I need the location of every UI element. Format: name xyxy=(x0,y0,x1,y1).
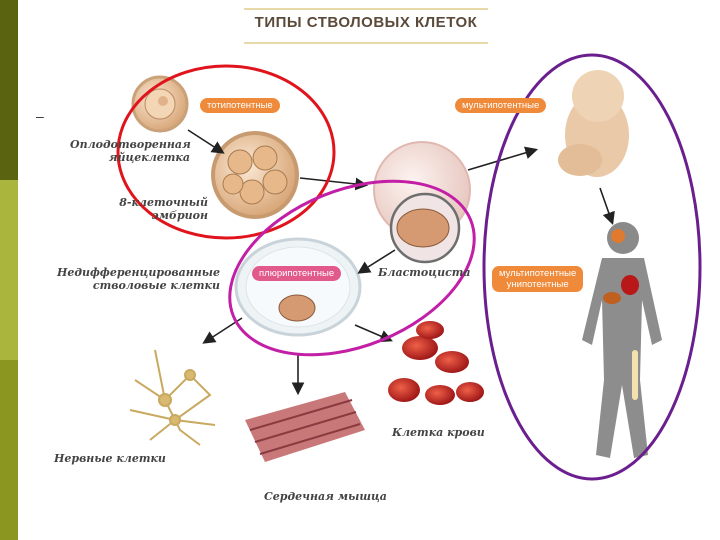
label-blastocyst: Бластоциста xyxy=(378,266,471,279)
arrow-fetus-to-body xyxy=(599,187,615,226)
left-bar-dark-segment xyxy=(0,0,18,180)
pill-multipotent: мультипотентные xyxy=(455,98,547,113)
fetus-illustration xyxy=(558,70,629,177)
blood-cells-illustration xyxy=(388,321,484,405)
petri-dish-illustration xyxy=(234,237,362,337)
title-bottom-rule xyxy=(244,42,488,44)
left-bar-mid-segment xyxy=(0,360,18,540)
eight-cell-embryo-illustration xyxy=(211,131,299,219)
totipotent-highlight-circle xyxy=(116,64,336,240)
label-blood-cell: Клетка крови xyxy=(392,426,485,439)
label-nerve-cells: Нервные клетки xyxy=(54,452,166,465)
left-accent-bar xyxy=(0,0,18,540)
label-eight-cell-embryo: 8-клеточный эмбрион xyxy=(119,196,208,222)
zygote-illustration xyxy=(131,75,189,133)
arrow-blastocyst-to-fetus xyxy=(467,146,539,171)
nerve-cells-illustration xyxy=(129,349,216,446)
arrow-zygote-to-embryo xyxy=(187,129,225,154)
arrow-embryo-to-blastocyst xyxy=(299,177,369,191)
pluripotent-highlight-ellipse xyxy=(228,179,476,357)
diagram-arrows xyxy=(187,129,615,396)
title-top-rule xyxy=(244,8,488,10)
human-body-illustration xyxy=(582,222,662,458)
arrow-blastocyst-to-dish xyxy=(357,249,396,274)
heart-muscle-illustration xyxy=(245,392,365,462)
left-bar-light-segment xyxy=(0,180,18,360)
multipotent-highlight-ellipse xyxy=(482,53,702,481)
bullet-dash: – xyxy=(36,108,44,124)
label-zygote: Оплодотворенная яйцеклетка xyxy=(70,138,191,164)
label-heart-muscle: Сердечная мышца xyxy=(264,490,387,503)
page-title: ТИПЫ СТВОЛОВЫХ КЛЕТОК xyxy=(254,14,478,31)
label-undifferentiated-stem-cells: Недифференцированные стволовые клетки xyxy=(56,266,220,292)
pill-totipotent: тотипотентные xyxy=(200,98,280,113)
pill-multipotent-unipotent: мультипотентные унипотентные xyxy=(492,266,584,292)
pill-pluripotent: плюрипотентные xyxy=(252,266,342,281)
blastocyst-illustration xyxy=(373,141,471,264)
